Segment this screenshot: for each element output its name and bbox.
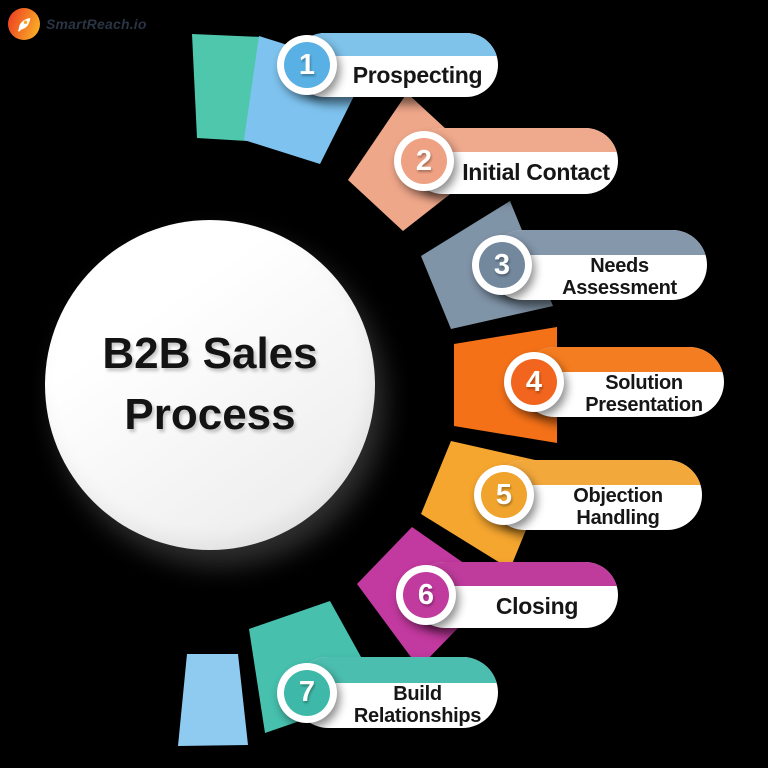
step-pill: Needs Assessment [488,230,707,300]
step-label: Solution Presentation [574,371,714,417]
step-6-closing: Closing 6 [396,562,618,628]
step-number-badge: 4 [504,352,564,412]
step-number-badge: 6 [396,565,456,625]
page-title: B2B Sales Process [102,324,317,445]
title-line-1: B2B Sales [102,329,318,379]
step-1-prospecting: Prospecting 1 [277,33,498,97]
step-label: Prospecting [347,55,488,97]
step-label: Closing [466,584,608,628]
rocket-icon [8,8,40,40]
step-4-solution-presentation: Solution Presentation 4 [504,347,724,417]
step-number: 2 [415,144,433,177]
step-label-line2: Assessment [562,276,677,299]
step-label-line1: Build [393,682,442,705]
step-2-initial-contact: Initial Contact 2 [394,128,618,194]
step-number-badge: 1 [277,35,337,95]
step-number: 5 [495,478,513,511]
step-number: 1 [298,48,316,81]
step-5-objection-handling: Objection Handling 5 [474,460,702,530]
step-color-band [410,128,618,152]
step-pill: Build Relationships [293,657,498,728]
step-number-badge: 3 [472,235,532,295]
step-number-badge: 5 [474,465,534,525]
step-3-needs-assessment: Needs Assessment 3 [472,230,707,300]
step-label: Needs Assessment [542,254,697,300]
brand-wordmark: SmartReach.io [46,16,147,32]
step-7-build-relationships: Build Relationships 7 [277,657,498,728]
step-label-line1: Initial Contact [462,158,610,185]
step-color-band [293,33,498,57]
step-label-line1: Prospecting [352,62,483,89]
step-number-badge: 2 [394,131,454,191]
step-label: Initial Contact [462,150,610,194]
arc-segment-start [192,34,262,141]
title-line-2: Process [124,390,296,439]
step-label: Objection Handling [544,484,692,530]
step-label-line1: Objection [573,484,663,507]
center-circle: B2B Sales Process [45,220,375,550]
step-number: 7 [298,676,316,708]
step-number-badge: 7 [277,662,337,723]
step-label-line1: Solution [605,371,683,394]
step-label-line1: Closing [495,592,579,619]
step-color-band [412,562,618,586]
step-number: 4 [525,365,543,398]
step-number: 3 [493,248,511,281]
step-label-line2: Handling [576,506,660,529]
step-label-line1: Needs [590,254,649,277]
step-label-line2: Presentation [585,393,703,416]
arc-segment-end [178,654,248,746]
step-number: 6 [417,578,435,611]
step-label: Build Relationships [347,681,488,728]
brand-logo: SmartReach.io [8,8,147,40]
step-label-line2: Relationships [353,704,482,727]
